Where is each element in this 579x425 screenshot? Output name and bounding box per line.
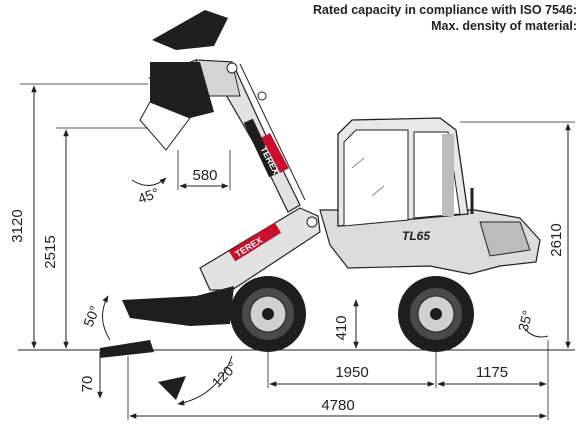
header-line-capacity: Rated capacity in compliance with ISO 75…: [313, 3, 577, 17]
loader-body: [319, 188, 541, 275]
dim-overall-length: 4780: [321, 397, 354, 414]
raised-bucket: [139, 10, 228, 151]
dim-ground-clearance: 410: [333, 315, 350, 340]
lowered-bucket: [100, 286, 234, 400]
dim-wheelbase: 1950: [335, 364, 368, 381]
dim-dump-height: 2515: [42, 235, 59, 268]
dim-max-height: 3120: [9, 209, 26, 242]
rear-wheel: [398, 276, 474, 352]
angle-transport: 120°: [209, 359, 241, 391]
angle-departure: 35°: [515, 308, 536, 333]
dim-reach: 580: [192, 167, 217, 184]
header: Rated capacity in compliance with ISO 75…: [313, 2, 577, 34]
angle-rollback: 50°: [80, 303, 103, 329]
angle-dump: 45°: [136, 184, 161, 206]
operator-cab: [337, 117, 469, 227]
front-wheel: [230, 276, 306, 352]
dim-rear-overhang: 1175: [476, 364, 508, 381]
header-line-density: Max. density of material:: [431, 19, 577, 33]
model-badge: TL65: [402, 229, 430, 243]
dim-cab-height: 2610: [548, 223, 565, 256]
dim-dig-depth: 70: [79, 376, 96, 393]
lowered-boom: TEREX: [199, 207, 321, 291]
